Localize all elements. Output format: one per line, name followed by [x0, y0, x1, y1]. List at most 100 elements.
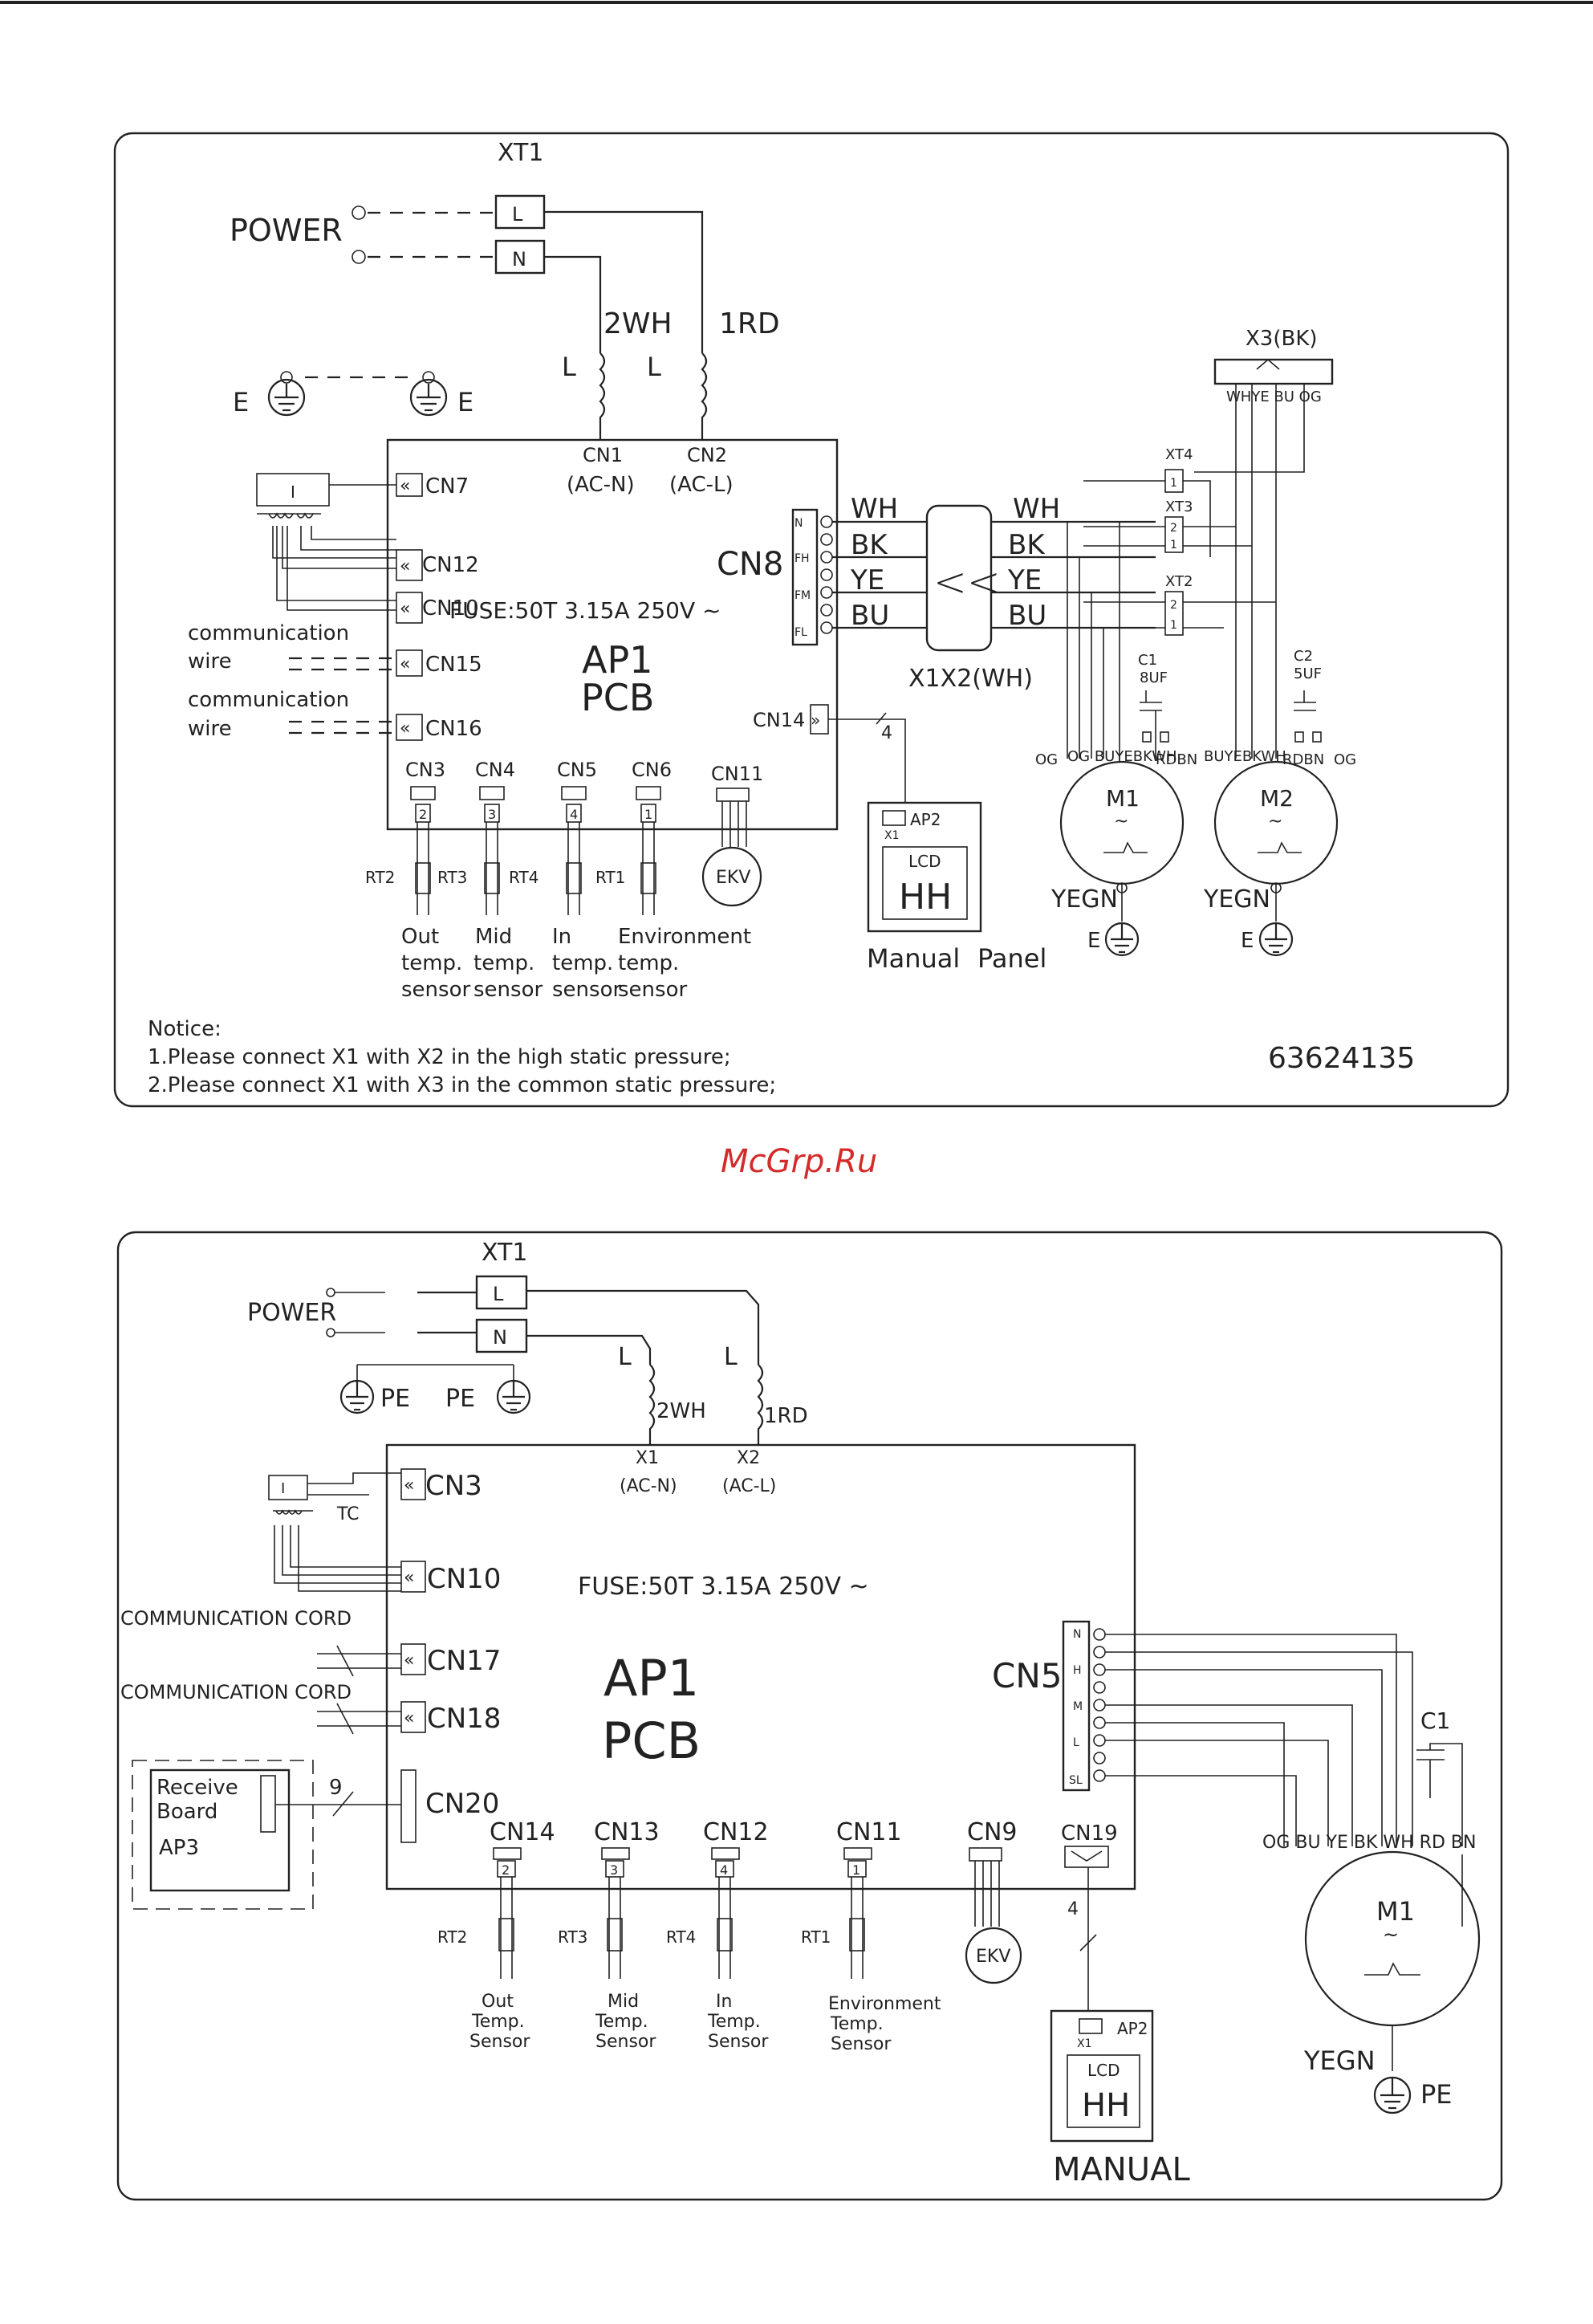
- cn5-pin-l: L: [1073, 1736, 1079, 1749]
- svg-text:I: I: [291, 482, 295, 502]
- diagram-2: XT1 L N POWER 2WH 1RD L L PE PE: [116, 1231, 1503, 2201]
- rt4-label: RT4: [509, 868, 538, 887]
- x1-terminal-label: X1: [636, 1448, 659, 1468]
- sensor-out-2: CN14 2 RT2 Out Temp. Sensor: [437, 1818, 555, 2052]
- pe-label-1: PE: [380, 1385, 410, 1413]
- cn8-pin-fm: FM: [794, 589, 811, 602]
- rt2-label: RT2: [365, 868, 395, 887]
- svg-text:~: ~: [1383, 1923, 1399, 1946]
- m1-label-2: M1: [1376, 1896, 1415, 1927]
- earth-icon: [267, 371, 306, 417]
- receive-wire-count: 9: [329, 1776, 343, 1800]
- cn14-wire-count: 4: [881, 723, 892, 743]
- sensor-mid-name-2: Mid: [608, 1992, 639, 2012]
- sensor-out-temp: temp.: [401, 951, 462, 975]
- lcd-digits-2: HH: [1082, 2087, 1130, 2124]
- cn2-acl-label: (AC-L): [669, 473, 734, 497]
- comm-cord-1-label: COMMUNICATION CORD: [120, 1607, 352, 1630]
- cn10-label: CN10: [422, 596, 479, 621]
- manual-panel-2: CN19 4 AP2 X1 LCD HH MANUAL: [1050, 1821, 1190, 2188]
- transformer-icon: I TC: [268, 1472, 401, 1592]
- transformer-icon: I: [256, 473, 396, 611]
- x1-acn-label: (AC-N): [620, 1476, 677, 1496]
- lcd-label: LCD: [908, 852, 941, 871]
- connector-icon: «: [400, 1701, 426, 1733]
- cn1-acn-label: (AC-N): [567, 473, 635, 497]
- cn11-pin-count: 1: [852, 1862, 860, 1878]
- cn20-connector: [400, 1769, 417, 1843]
- wire-color-ye-2: YE: [1007, 564, 1042, 596]
- cn14-label-2: CN14: [490, 1818, 555, 1846]
- rt3-label: RT3: [437, 868, 467, 887]
- coil-l-label-3: L: [618, 1343, 632, 1371]
- wire-color-bu-1: BU: [851, 600, 889, 632]
- cn5-pin-n: N: [1073, 1628, 1081, 1641]
- x2-terminal-label: X2: [737, 1448, 760, 1468]
- cn7-label: CN7: [425, 474, 469, 499]
- cn8-pin-fl: FL: [794, 626, 807, 639]
- c1-label-2: C1: [1420, 1707, 1450, 1734]
- motor-wire-colors-2: OG BU YE BK WH RD BN: [1262, 1833, 1476, 1853]
- coil-l-label-2: L: [647, 352, 661, 382]
- ap1-pcb-board: [386, 438, 839, 831]
- connector-icon: «: [396, 592, 423, 624]
- power-label-2: POWER: [247, 1299, 336, 1327]
- ap1-pcb-board-2: [385, 1443, 1136, 1891]
- sensor-env-name: Environment: [618, 925, 751, 949]
- sensor-mid-temp: temp.: [473, 951, 534, 975]
- transformer-tc-label: TC: [336, 1504, 360, 1524]
- rt4-label-2: RT4: [666, 1927, 696, 1947]
- connector-icon: «: [400, 1561, 426, 1593]
- c1-label: C1: [1138, 652, 1157, 669]
- xt3-terminal: [1164, 516, 1184, 553]
- earth-icon: [409, 371, 448, 417]
- comm-wire-2-sub: wire: [188, 717, 232, 741]
- thermistor-icon: [498, 1918, 514, 1952]
- m1-earth-label: E: [1087, 929, 1100, 953]
- svg-text:~: ~: [1268, 812, 1282, 832]
- svg-text:1: 1: [1170, 619, 1177, 632]
- cn5-label: CN5: [557, 759, 597, 781]
- m1-pe-label-2: PE: [1420, 2079, 1453, 2110]
- power-label: POWER: [230, 213, 343, 248]
- xt4-label: XT4: [1165, 446, 1193, 463]
- xt3-label: XT3: [1165, 499, 1193, 515]
- sensor-mid-2: CN13 3 RT3 Mid Temp. Sensor: [558, 1818, 660, 2052]
- x3-connector: [1213, 358, 1334, 385]
- receive-label: Receive: [156, 1776, 238, 1800]
- cn17-label: CN17: [427, 1645, 501, 1677]
- svg-text:«: «: [400, 718, 410, 739]
- sensor-env-temp: temp.: [618, 951, 679, 975]
- cn9-label: CN9: [967, 1818, 1017, 1846]
- notice-line-2: 2.Please connect X1 with X3 in the commo…: [148, 1073, 776, 1097]
- xt2-terminal: [1164, 591, 1184, 636]
- x2-acl-label: (AC-L): [722, 1476, 776, 1496]
- c2-value: 5UF: [1294, 665, 1322, 682]
- sensor-group-1: CN3 2 RT2 Out temp. sensor CN4 3 RT3 Mid: [365, 759, 763, 1002]
- fuse-label: FUSE:50T 3.15A 250V ~: [449, 597, 721, 624]
- ap1-label-2: AP1: [603, 1649, 699, 1707]
- svg-text:«: «: [400, 599, 410, 619]
- m1-wire-colors: OG BUYEBKWH: [1067, 748, 1177, 765]
- wire-color-ye-1: YE: [850, 564, 884, 596]
- earth-label-2: E: [457, 387, 473, 417]
- wire-1rd-label-2: 1RD: [764, 1404, 808, 1428]
- cn15-label: CN15: [425, 653, 482, 677]
- thermistor-icon: [849, 1918, 865, 1952]
- cn13-label: CN13: [594, 1818, 660, 1846]
- cn5-pin-m: M: [1073, 1700, 1083, 1713]
- cn12-label-2: CN12: [703, 1818, 769, 1846]
- svg-text:«: «: [404, 1708, 414, 1728]
- cn8-pin-n: N: [794, 517, 803, 530]
- connector-icon: «: [396, 649, 423, 677]
- m2-wire-colors: BUYEBKWH: [1204, 748, 1286, 765]
- manual-label: Manual: [867, 943, 960, 974]
- receive-board-box: [149, 1768, 291, 1892]
- m2-og-label: OG: [1334, 751, 1356, 768]
- sensor-env-name-2: Environment: [828, 1994, 941, 2014]
- ap1-label: AP1: [582, 638, 652, 682]
- thermistor-icon: [640, 862, 656, 894]
- connector-icon: «: [400, 1468, 426, 1500]
- cn13-pin-count: 3: [610, 1862, 618, 1878]
- sensor-in-name: In: [552, 925, 571, 949]
